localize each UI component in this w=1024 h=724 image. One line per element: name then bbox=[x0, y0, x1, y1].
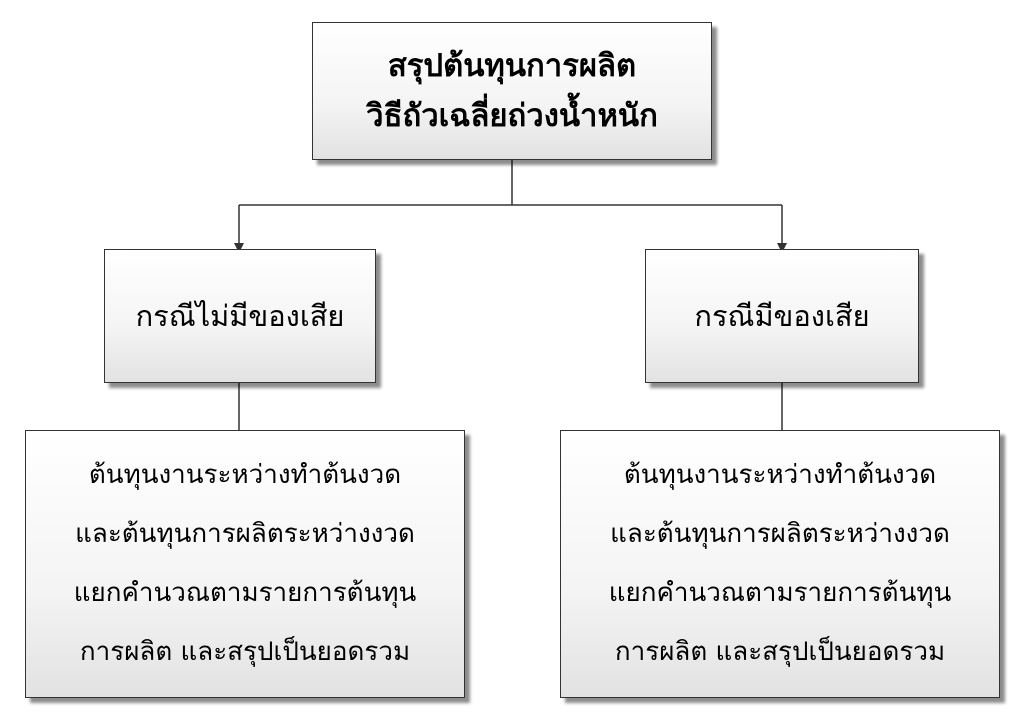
root-node: สรุปต้นทุนการผลิต วิธีถัวเฉลี่ยถ่วงน้ำหน… bbox=[312, 22, 712, 160]
root-title-line-2: วิธีถัวเฉลี่ยถ่วงน้ำหนัก bbox=[366, 98, 658, 134]
description-line: ต้นทุนงานระหว่างทำต้นงวด bbox=[623, 460, 937, 490]
description-line: และต้นทุนการผลิตระหว่างงวด bbox=[610, 519, 950, 549]
description-line: แยกคำนวณตามรายการต้นทุน bbox=[608, 578, 952, 608]
description-line: แยกคำนวณตามรายการต้นทุน bbox=[73, 578, 417, 608]
case-node-with-spoilage: กรณีมีของเสีย bbox=[645, 249, 919, 383]
description-line: ต้นทุนงานระหว่างทำต้นงวด bbox=[88, 460, 402, 490]
case-label-no-spoilage: กรณีไม่มีของเสีย bbox=[135, 299, 345, 333]
description-line: การผลิต และสรุปเป็นยอดรวม bbox=[614, 637, 946, 667]
description-line: การผลิต และสรุปเป็นยอดรวม bbox=[79, 637, 411, 667]
case-node-no-spoilage: กรณีไม่มีของเสีย bbox=[104, 249, 376, 383]
description-node-with-spoilage: ต้นทุนงานระหว่างทำต้นงวด และต้นทุนการผลิ… bbox=[560, 430, 1000, 698]
root-title-line-1: สรุปต้นทุนการผลิต bbox=[387, 48, 637, 84]
description-line: และต้นทุนการผลิตระหว่างงวด bbox=[75, 519, 415, 549]
description-node-no-spoilage: ต้นทุนงานระหว่างทำต้นงวด และต้นทุนการผลิ… bbox=[25, 430, 465, 698]
case-label-with-spoilage: กรณีมีของเสีย bbox=[694, 299, 870, 333]
